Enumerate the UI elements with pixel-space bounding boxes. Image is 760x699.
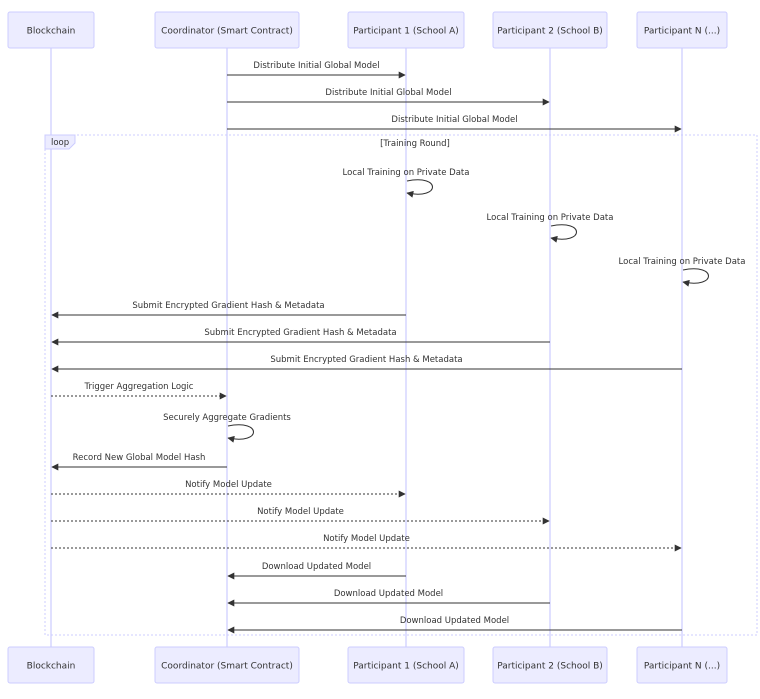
actors-top: Blockchain Coordinator (Smart Contract) Pa… [7, 11, 728, 49]
message-label: Submit Encrypted Gradient Hash & Metadat… [270, 355, 462, 365]
message-13: Notify Model Update [51, 480, 406, 498]
message-10: Trigger Aggregation Logic [51, 382, 227, 400]
message-label: Download Updated Model [334, 589, 443, 599]
message-label: Download Updated Model [400, 616, 509, 626]
actor-pn-top: Participant N (...) [636, 11, 728, 49]
actor-label: Participant 2 (School B) [497, 27, 603, 37]
message-label: Distribute Initial Global Model [325, 88, 451, 98]
message-label: Notify Model Update [323, 534, 410, 544]
actor-label: Participant N (...) [644, 27, 720, 37]
message-3: Distribute Initial Global Model [227, 115, 682, 133]
actor-box [154, 11, 300, 49]
message-2: Distribute Initial Global Model [227, 88, 550, 106]
message-label: Notify Model Update [185, 480, 272, 490]
actor-box [7, 646, 95, 684]
message-label: Trigger Aggregation Logic [84, 382, 194, 392]
actor-box [492, 646, 608, 684]
actor-label: Coordinator (Smart Contract) [161, 27, 293, 37]
message-12: Record New Global Model Hash [51, 453, 227, 471]
message-label: Securely Aggregate Gradients [163, 413, 291, 423]
message-16: Download Updated Model [227, 562, 406, 580]
actor-label: Blockchain [27, 27, 76, 37]
actor-box [7, 11, 95, 49]
actor-p1-top: Participant 1 (School A) [347, 11, 465, 49]
actor-p2-top: Participant 2 (School B) [492, 11, 608, 49]
actor-co-top: Coordinator (Smart Contract) [154, 11, 300, 49]
actors-bottom: Blockchain Coordinator (Smart Contract) Pa… [7, 646, 728, 684]
message-7: Submit Encrypted Gradient Hash & Metadat… [51, 301, 406, 319]
actor-box [636, 11, 728, 49]
message-label: Notify Model Update [257, 507, 344, 517]
message-label: Distribute Initial Global Model [391, 115, 517, 125]
message-5: Local Training on Private Data [487, 213, 614, 243]
actor-bc-bottom: Blockchain [7, 646, 95, 684]
actor-p1-bottom: Participant 1 (School A) [347, 646, 465, 684]
message-8: Submit Encrypted Gradient Hash & Metadat… [51, 328, 550, 346]
lifelines [50, 48, 683, 647]
message-1: Distribute Initial Global Model [227, 61, 406, 79]
message-label: Local Training on Private Data [619, 257, 746, 267]
actor-label: Coordinator (Smart Contract) [161, 662, 293, 672]
message-17: Download Updated Model [227, 589, 550, 607]
message-label: Local Training on Private Data [487, 213, 614, 223]
message-18: Download Updated Model [227, 616, 682, 634]
self-arrow [682, 268, 709, 287]
message-9: Submit Encrypted Gradient Hash & Metadat… [51, 355, 682, 373]
actor-box [636, 646, 728, 684]
actor-box [492, 11, 608, 49]
actor-bc-top: Blockchain [7, 11, 95, 49]
self-arrow [406, 179, 433, 198]
actor-pn-bottom: Participant N (...) [636, 646, 728, 684]
message-label: Distribute Initial Global Model [253, 61, 379, 71]
message-6: Local Training on Private Data [619, 257, 746, 287]
message-label: Submit Encrypted Gradient Hash & Metadat… [204, 328, 396, 338]
self-arrow [227, 424, 254, 443]
message-11: Securely Aggregate Gradients [163, 413, 291, 443]
loop-tab [44, 134, 76, 150]
loop-condition: [Training Round] [380, 139, 450, 149]
message-label: Local Training on Private Data [343, 168, 470, 178]
actor-label: Participant 1 (School A) [353, 662, 459, 672]
loop-frame: loop [Training Round] [44, 134, 758, 636]
message-label: Record New Global Model Hash [73, 453, 206, 463]
message-14: Notify Model Update [51, 507, 550, 525]
message-4: Local Training on Private Data [343, 168, 470, 198]
messages: Distribute Initial Global ModelDistribut… [51, 61, 746, 634]
loop-label: loop [51, 138, 69, 148]
actor-label: Participant N (...) [644, 662, 720, 672]
actor-label: Participant 2 (School B) [497, 662, 603, 672]
actor-co-bottom: Coordinator (Smart Contract) [154, 646, 300, 684]
message-15: Notify Model Update [51, 534, 682, 552]
actor-box [347, 646, 465, 684]
actor-box [154, 646, 300, 684]
actor-label: Blockchain [27, 662, 76, 672]
actor-label: Participant 1 (School A) [353, 27, 459, 37]
actor-box [347, 11, 465, 49]
actor-p2-bottom: Participant 2 (School B) [492, 646, 608, 684]
message-label: Submit Encrypted Gradient Hash & Metadat… [132, 301, 324, 311]
message-label: Download Updated Model [262, 562, 371, 572]
self-arrow [550, 224, 577, 243]
loop-box [44, 134, 758, 636]
